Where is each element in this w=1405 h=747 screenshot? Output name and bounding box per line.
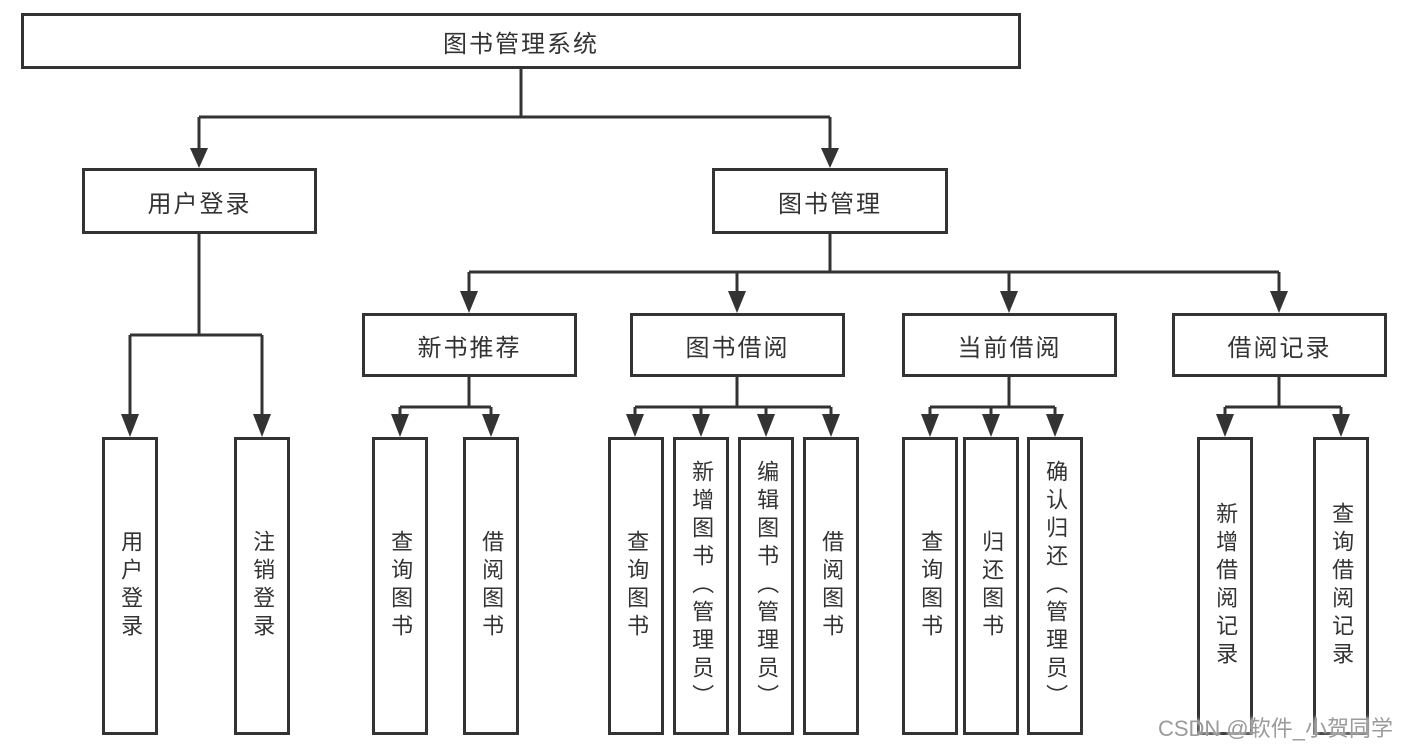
node-current-borrow: 当前借阅 bbox=[902, 313, 1117, 377]
leaf-return-books: 归还图书 bbox=[963, 437, 1019, 735]
leaf-add-borrow-record: 新增借阅记录 bbox=[1197, 437, 1253, 735]
leaf-query-borrow-record: 查询借阅记录 bbox=[1313, 437, 1369, 735]
csdn-watermark: CSDN @软件_小贺同学 bbox=[1157, 716, 1393, 741]
leaf-add-books-admin: 新增图书（管理员） bbox=[673, 437, 729, 735]
leaf-borrow-books: 借阅图书 bbox=[803, 437, 859, 735]
leaf-confirm-return-admin: 确认归还（管理员） bbox=[1027, 437, 1083, 735]
leaf-query-books-borrow: 查询图书 bbox=[608, 437, 664, 735]
leaf-borrow-books-recommend: 借阅图书 bbox=[463, 437, 519, 735]
node-borrow-records: 借阅记录 bbox=[1172, 313, 1387, 377]
leaf-query-books-current: 查询图书 bbox=[902, 437, 958, 735]
leaf-edit-books-admin: 编辑图书（管理员） bbox=[738, 437, 794, 735]
node-book-management: 图书管理 bbox=[712, 168, 948, 234]
leaf-user-login: 用户登录 bbox=[102, 437, 158, 735]
leaf-logout: 注销登录 bbox=[234, 437, 290, 735]
node-user-login: 用户登录 bbox=[82, 168, 317, 234]
leaf-query-books-recommend: 查询图书 bbox=[372, 437, 428, 735]
node-book-borrow: 图书借阅 bbox=[630, 313, 845, 377]
node-new-book-recommend: 新书推荐 bbox=[362, 313, 577, 377]
node-library-management-system: 图书管理系统 bbox=[21, 13, 1021, 69]
